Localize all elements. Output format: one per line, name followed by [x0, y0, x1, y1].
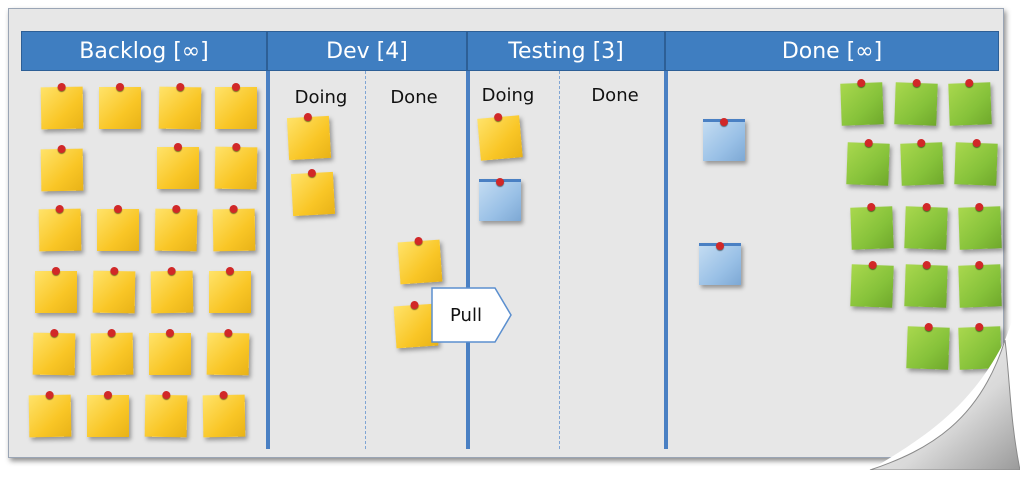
pin-icon — [922, 260, 931, 270]
pin-icon — [975, 260, 984, 270]
done-green-note — [846, 138, 890, 186]
pin-icon — [867, 202, 876, 212]
pin-icon — [107, 328, 116, 338]
done-blue-note — [703, 118, 745, 161]
page-curl — [869, 300, 1020, 470]
done-green-note — [958, 202, 1002, 250]
pin-icon — [45, 390, 54, 400]
backlog-note — [40, 144, 84, 192]
pin-icon — [52, 267, 60, 275]
done-green-note — [900, 138, 944, 186]
pin-icon — [864, 138, 873, 148]
backlog-note — [92, 266, 136, 314]
pin-icon — [50, 328, 59, 338]
pin-icon — [496, 178, 504, 186]
done-green-note — [904, 202, 948, 250]
pin-icon — [57, 82, 66, 92]
column-header-backlog: Backlog [∞] — [21, 31, 267, 71]
pin-icon — [114, 205, 122, 213]
backlog-note — [144, 390, 188, 438]
backlog-note — [90, 328, 134, 376]
pull-arrow: Pull — [431, 287, 513, 343]
pin-icon — [229, 204, 238, 214]
pin-icon — [922, 202, 931, 212]
testing-done-label: Done — [591, 85, 639, 106]
pin-icon — [104, 391, 112, 399]
backlog-note — [28, 390, 72, 438]
pin-icon — [917, 138, 926, 148]
done-green-note — [954, 138, 998, 186]
pin-icon — [965, 78, 974, 88]
pin-icon — [226, 267, 234, 275]
done-green-note — [850, 202, 894, 250]
pin-icon — [972, 138, 981, 148]
backlog-note — [154, 204, 198, 252]
column-header-done: Done [∞] — [665, 31, 999, 71]
dev-doing-note — [290, 168, 336, 217]
pin-icon — [720, 118, 728, 126]
pull-label: Pull — [450, 304, 482, 326]
backlog-note — [149, 329, 191, 375]
column-divider — [466, 71, 470, 449]
pin-icon — [868, 260, 877, 270]
backlog-note — [158, 82, 202, 130]
pin-icon — [172, 204, 181, 214]
pin-icon — [224, 328, 233, 338]
pin-icon — [975, 202, 984, 212]
pin-icon — [716, 242, 724, 250]
done-green-note — [894, 78, 938, 126]
column-divider — [266, 71, 270, 449]
done-green-note — [840, 78, 884, 126]
pin-icon — [232, 83, 240, 91]
pin-icon — [110, 266, 119, 276]
backlog-note — [32, 328, 76, 376]
pin-icon — [493, 112, 503, 122]
pin-icon — [174, 143, 182, 151]
kanban-board: Backlog [∞] Dev [4] Testing [3] Done [∞]… — [8, 8, 1004, 458]
backlog-note — [202, 390, 246, 438]
pin-icon — [232, 142, 241, 152]
pin-icon — [912, 78, 921, 88]
pin-icon — [176, 82, 185, 92]
backlog-note — [99, 83, 141, 129]
pin-icon — [307, 168, 317, 178]
backlog-note — [215, 83, 257, 129]
pin-icon — [57, 144, 66, 154]
pin-icon — [167, 266, 176, 276]
done-blue-note — [699, 242, 741, 285]
backlog-note — [150, 266, 194, 314]
testing-doing-label: Doing — [481, 85, 535, 106]
pin-icon — [410, 300, 419, 310]
backlog-note — [87, 391, 129, 437]
column-divider — [664, 71, 668, 449]
pin-icon — [116, 83, 124, 91]
subcolumn-divider — [365, 71, 366, 449]
testing-doing-note — [477, 112, 523, 161]
backlog-note — [35, 267, 77, 313]
backlog-note — [97, 205, 139, 251]
column-header-dev: Dev [4] — [267, 31, 467, 71]
dev-doing-note — [286, 112, 332, 161]
column-header-testing: Testing [3] — [467, 31, 665, 71]
pin-icon — [303, 112, 313, 122]
pin-icon — [166, 329, 174, 337]
pin-icon — [162, 390, 171, 400]
backlog-note — [38, 204, 82, 252]
dev-doing-label: Doing — [294, 87, 348, 108]
backlog-note — [214, 142, 258, 190]
dev-done-label: Done — [390, 87, 438, 108]
testing-doing-note — [479, 178, 521, 221]
done-green-note — [948, 78, 992, 126]
pin-icon — [55, 204, 64, 214]
pin-icon — [219, 390, 228, 400]
backlog-note — [212, 204, 256, 252]
subcolumn-divider — [559, 71, 560, 449]
pin-icon — [857, 78, 866, 88]
backlog-note — [157, 143, 199, 189]
backlog-note — [209, 267, 251, 313]
backlog-note — [40, 82, 84, 130]
pin-icon — [414, 236, 423, 246]
backlog-note — [206, 328, 250, 376]
dev-done-note — [397, 236, 443, 285]
